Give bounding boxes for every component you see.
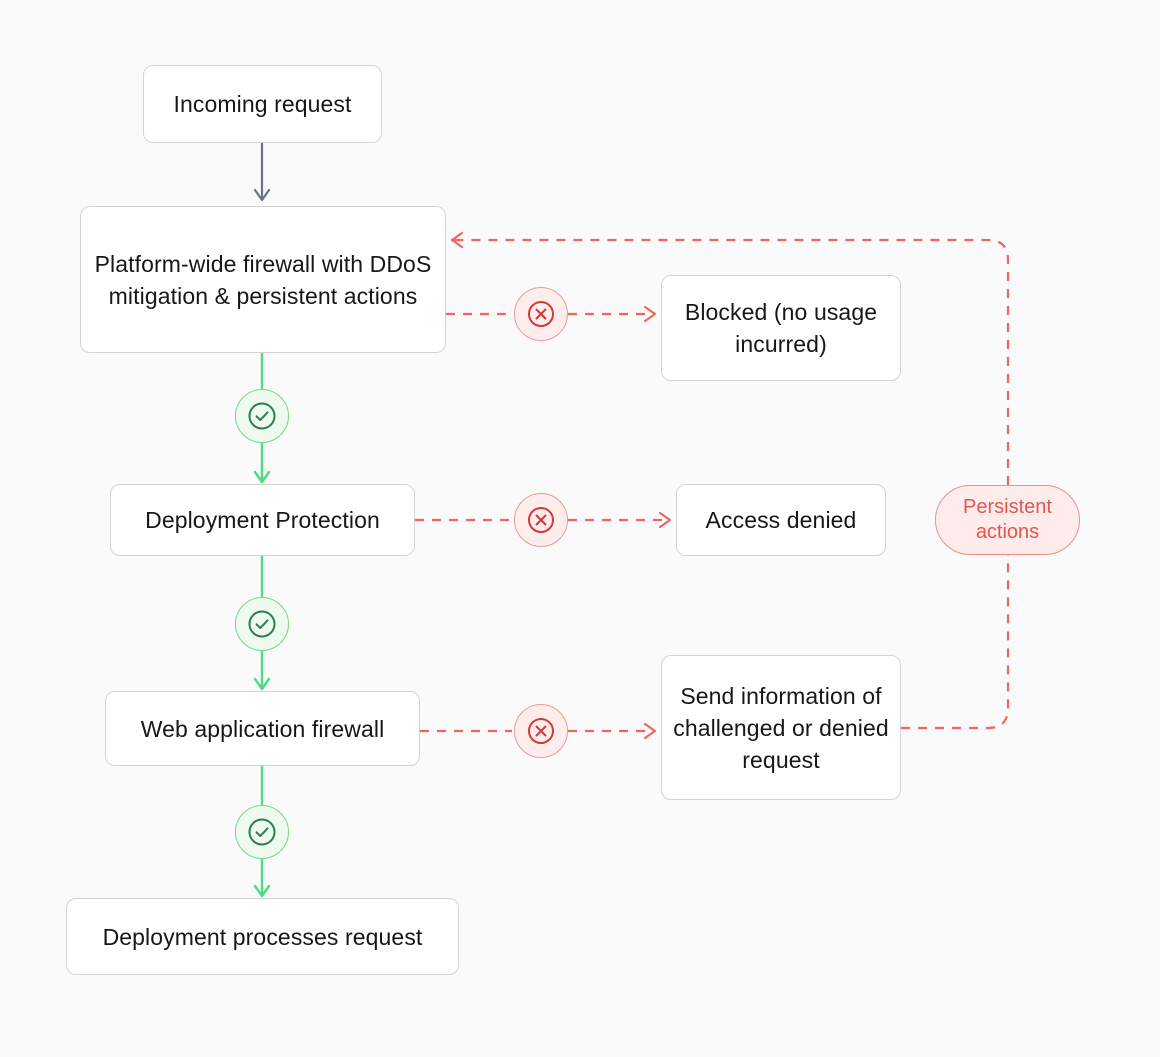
node-label: Access denied xyxy=(705,507,857,533)
cross-circle-glyph xyxy=(528,301,554,327)
node-deployment-processes-request[interactable]: Deployment processes request xyxy=(66,898,459,975)
allow-check-icon xyxy=(235,597,289,651)
allow-check-icon xyxy=(235,805,289,859)
check-circle-glyph xyxy=(248,610,276,638)
node-access-denied[interactable]: Access denied xyxy=(676,484,886,556)
node-platform-wide-firewall[interactable]: Platform-wide firewall with DDoS mitigat… xyxy=(80,206,446,353)
node-send-information[interactable]: Send information of challenged or denied… xyxy=(661,655,901,800)
node-incoming-request[interactable]: Incoming request xyxy=(143,65,382,143)
node-label: Persistent actions xyxy=(963,496,1052,543)
deny-cross-icon xyxy=(514,493,568,547)
node-blocked[interactable]: Blocked (no usage incurred) xyxy=(661,275,901,381)
node-label: Send information of challenged or denied… xyxy=(673,682,889,773)
node-label: Blocked (no usage incurred) xyxy=(684,299,878,357)
node-label: Deployment processes request xyxy=(102,923,423,950)
node-web-application-firewall[interactable]: Web application firewall xyxy=(105,691,420,766)
allow-check-icon xyxy=(235,389,289,443)
check-circle-glyph xyxy=(248,818,276,846)
cross-circle-glyph xyxy=(528,718,554,744)
check-circle-glyph xyxy=(248,402,276,430)
node-label: Deployment Protection xyxy=(145,507,380,533)
edge-incoming-to-firewall xyxy=(253,143,271,202)
node-persistent-actions[interactable]: Persistent actions xyxy=(935,485,1080,555)
deny-cross-icon xyxy=(514,287,568,341)
cross-circle-glyph xyxy=(528,507,554,533)
node-deployment-protection[interactable]: Deployment Protection xyxy=(110,484,415,556)
node-label: Web application firewall xyxy=(140,715,385,742)
node-label: Platform-wide firewall with DDoS mitigat… xyxy=(94,250,432,309)
node-label: Incoming request xyxy=(173,91,352,117)
deny-cross-icon xyxy=(514,704,568,758)
